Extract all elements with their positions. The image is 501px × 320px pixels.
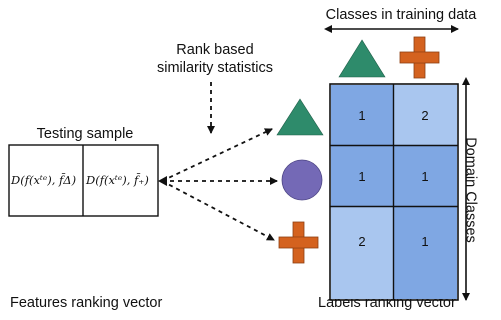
vector-cell-triangle-distance: D(f(xᵗᵉ), f̄Δ) (11, 173, 77, 187)
vector-cell-cross-distance: D(f(xᵗᵉ), f̄₊) (86, 173, 149, 187)
matrix-cell (331, 207, 393, 299)
matrix-cell-value: 2 (421, 108, 428, 123)
features-ranking-vector-label: Features ranking vector (10, 295, 163, 311)
row-cross-icon (278, 221, 319, 264)
classes-in-training-data-label: Classes in training data (325, 7, 477, 23)
rank-based-label-line2: similarity statistics (156, 60, 273, 76)
row-triangle-icon (276, 98, 324, 136)
matrix-cell-value: 1 (421, 234, 428, 249)
matrix-cell-value: 1 (358, 169, 365, 184)
matrix-cell (394, 207, 457, 299)
column-triangle-icon (338, 39, 386, 78)
arrow-to-cross (161, 180, 275, 241)
column-cross-icon (399, 36, 440, 79)
matrix-cell (331, 146, 393, 206)
matrix-cell-value: 1 (421, 169, 428, 184)
matrix-cell-value: 2 (358, 234, 365, 249)
arrow-origin-head (158, 176, 167, 186)
matrix-cell (394, 146, 457, 206)
matrix-cell (331, 85, 393, 145)
testing-sample-label: Testing sample (36, 126, 134, 142)
features-ranking-vector (8, 144, 159, 217)
rank-based-label-line1: Rank based (176, 42, 254, 58)
matrix-cell-value: 1 (358, 108, 365, 123)
labels-ranking-matrix: 1 2 1 1 2 1 (329, 83, 459, 301)
arrow-to-triangle (161, 128, 273, 182)
row-circle-icon (281, 159, 323, 201)
matrix-cell (394, 85, 457, 145)
